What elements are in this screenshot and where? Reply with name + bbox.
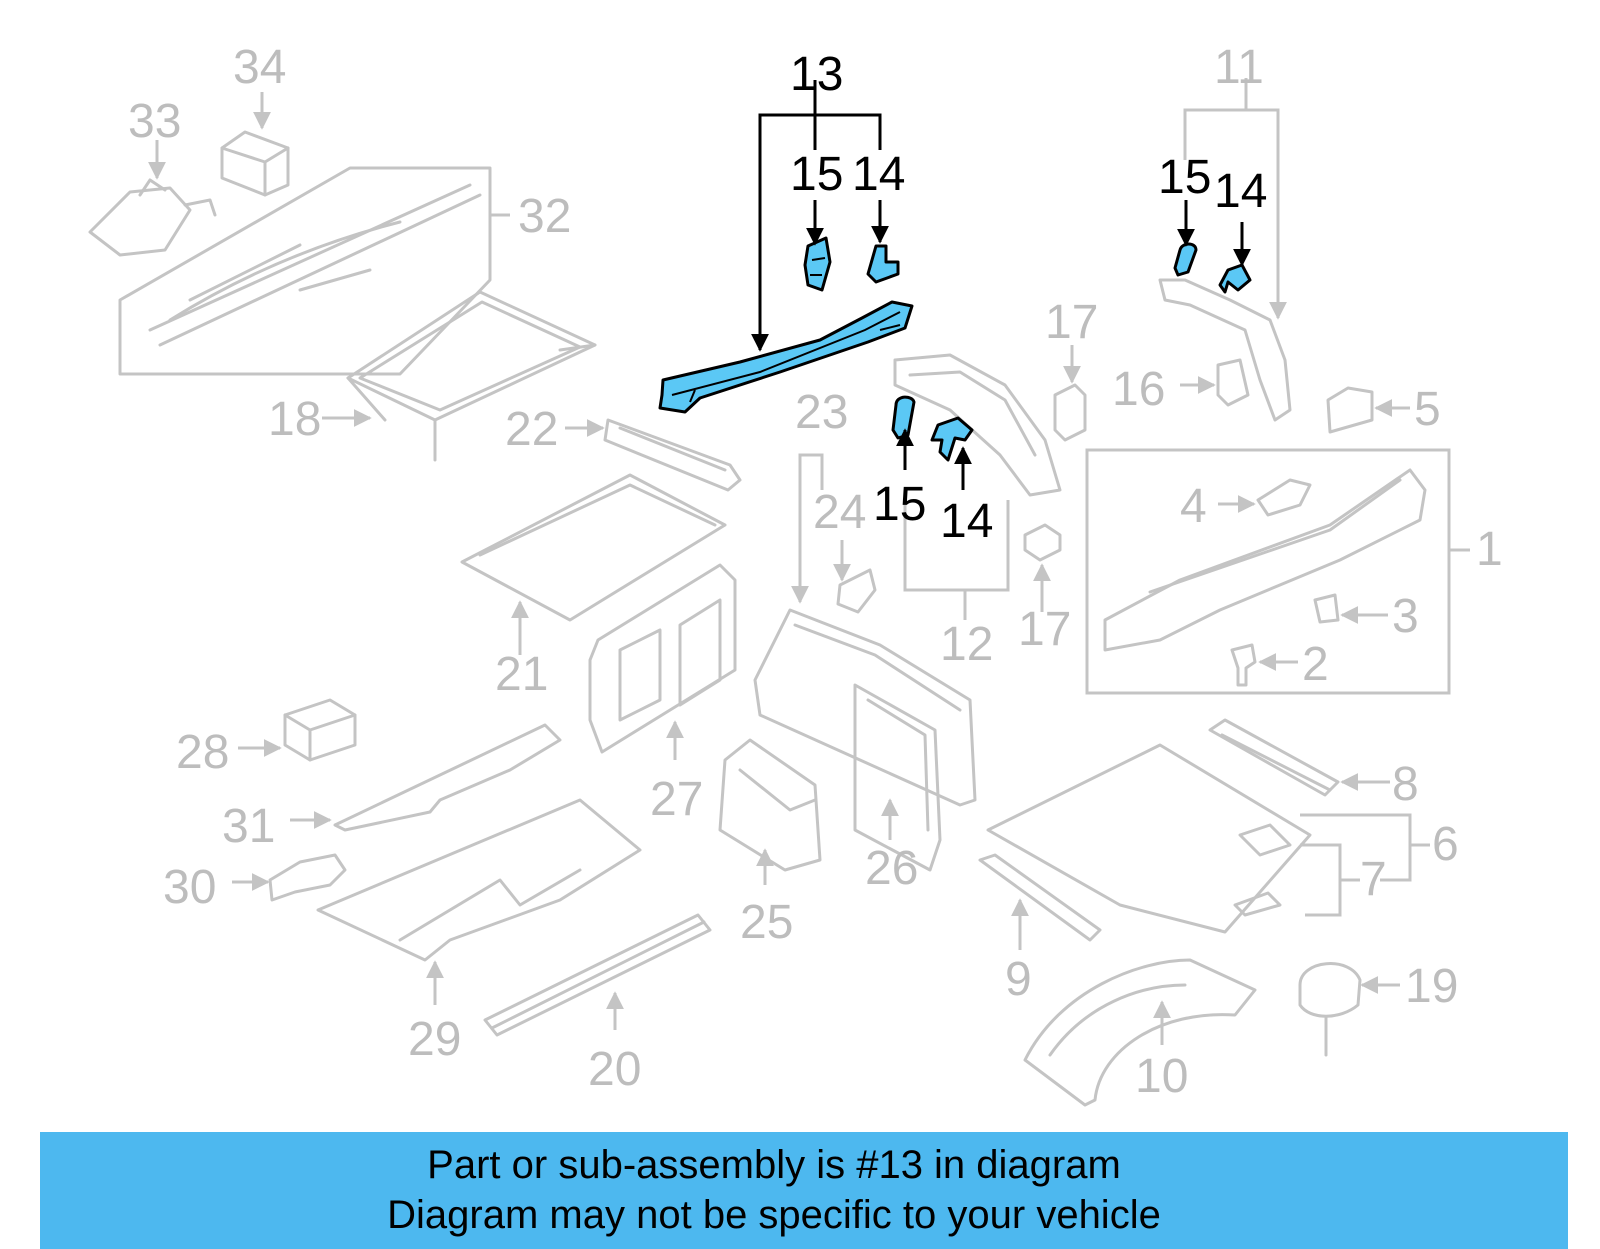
banner-part-line: Part or sub-assembly is #13 in diagram (427, 1143, 1121, 1187)
part-2-pin (1230, 643, 1298, 687)
part-1-assembly-box (1085, 448, 1470, 695)
part-21-panel (460, 473, 727, 655)
part-27-side-trim (588, 563, 737, 760)
part-9-sill (978, 853, 1102, 950)
callout-24: 24 (813, 486, 866, 539)
part-12-pillar-trim (893, 353, 1062, 620)
callout-23: 23 (795, 386, 848, 439)
callout-18: 18 (268, 393, 321, 446)
banner-disclaimer-line: Diagram may not be specific to your vehi… (387, 1193, 1161, 1237)
part-19-knob (1298, 962, 1400, 1057)
callout-7: 7 (1360, 853, 1387, 906)
callout-15-right: 15 (1158, 151, 1211, 204)
callout-14-right: 14 (1214, 165, 1267, 218)
part-5-bracket (1326, 386, 1410, 434)
callout-19: 19 (1405, 960, 1458, 1013)
part-20-bar (483, 913, 712, 1037)
part-6-trunk-floor (986, 743, 1430, 934)
part-14-clip-center (930, 416, 974, 462)
part-28-box (238, 698, 357, 762)
part-10-wheelhouse (1023, 958, 1257, 1107)
part-8-sill-strip (1208, 718, 1390, 797)
part-32-trunk-lid-trim (118, 166, 510, 376)
part-24-clip (833, 540, 877, 614)
part-23-quarter-trim (753, 453, 977, 807)
callout-26: 26 (865, 842, 918, 895)
part-29-floor-panel (316, 798, 642, 1005)
part-3-clip (1313, 593, 1388, 624)
callout-8: 8 (1392, 758, 1419, 811)
callout-3: 3 (1392, 590, 1419, 643)
callout-14-center: 14 (940, 495, 993, 548)
part-34-module (220, 92, 290, 197)
callout-31: 31 (222, 800, 275, 853)
callout-13: 13 (790, 48, 843, 101)
callout-21: 21 (495, 648, 548, 701)
callout-30: 30 (163, 861, 216, 914)
part-33-latch (88, 140, 217, 257)
callout-11: 11 (1214, 41, 1264, 94)
info-banner: Part or sub-assembly is #13 in diagram D… (40, 1132, 1568, 1249)
callout-17-lower: 17 (1018, 603, 1071, 656)
part-17-lower (1023, 523, 1062, 612)
callout-25: 25 (740, 896, 793, 949)
callout-12: 12 (940, 618, 993, 671)
callout-15-top: 15 (790, 148, 843, 201)
part-4-handle (1218, 478, 1312, 517)
callout-2: 2 (1302, 638, 1329, 691)
part-16-cover (1180, 358, 1250, 407)
part-14-clip-right (1218, 263, 1252, 294)
callout-29: 29 (408, 1013, 461, 1066)
part-17-upper (1053, 345, 1087, 442)
part-11-trim (1158, 78, 1292, 422)
callout-6: 6 (1432, 818, 1459, 871)
callout-labels: 1 2 3 4 5 6 7 8 9 10 11 12 13 14 14 14 1… (128, 41, 1503, 1103)
callout-10: 10 (1135, 1050, 1188, 1103)
callout-5: 5 (1414, 383, 1441, 436)
callout-32: 32 (518, 190, 571, 243)
part-31-panel (290, 723, 562, 832)
callout-27: 27 (650, 773, 703, 826)
part-26-side-panel (853, 683, 942, 872)
callout-4: 4 (1180, 480, 1207, 533)
callout-14-top: 14 (852, 148, 905, 201)
callout-34: 34 (233, 41, 286, 94)
part-25-bracket (718, 738, 822, 885)
part-30-cap (232, 853, 347, 902)
part-22-strip (565, 418, 742, 492)
callout-9: 9 (1005, 953, 1032, 1006)
callout-28: 28 (176, 726, 229, 779)
callout-33: 33 (128, 95, 181, 148)
callout-17-upper: 17 (1045, 296, 1098, 349)
callout-20: 20 (588, 1043, 641, 1096)
callout-1: 1 (1476, 523, 1503, 576)
part-13-highlighted-sill-trim (658, 236, 914, 414)
callout-15-center: 15 (873, 478, 926, 531)
part-15-clip-right (1173, 242, 1198, 277)
callout-22: 22 (505, 403, 558, 456)
callout-16: 16 (1112, 363, 1165, 416)
part-18-net (322, 290, 597, 462)
